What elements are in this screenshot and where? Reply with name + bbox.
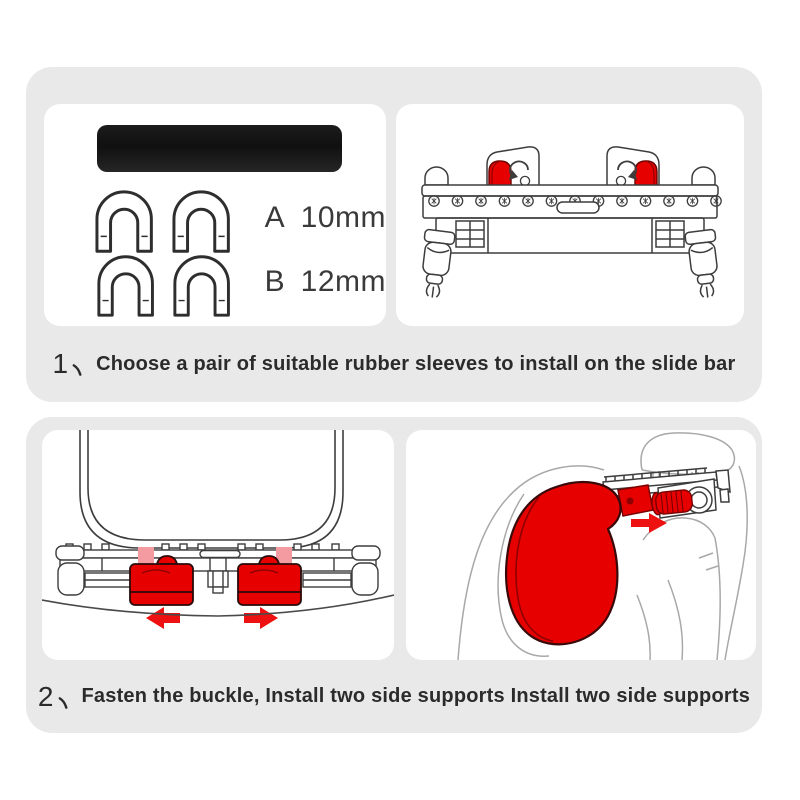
- step-1-panel: A 10mm B 12mm: [26, 67, 762, 402]
- slide-bar-graphic: [97, 125, 342, 172]
- ideographic-comma-icon: [72, 364, 82, 376]
- rubber-sleeve-icon: [173, 255, 231, 317]
- right-bracket: [606, 146, 660, 191]
- pink-slot-tab: [276, 547, 292, 565]
- left-bracket: [486, 146, 540, 191]
- support-arm: [617, 484, 654, 517]
- arrow-right-icon: [244, 607, 278, 629]
- step-1-number: 1: [52, 348, 69, 379]
- step-2-caption-text: Fasten the buckle, Install two side supp…: [81, 685, 751, 707]
- rubber-sleeve-icon: [172, 190, 231, 253]
- right-buckle: [237, 555, 302, 606]
- red-side-support: [505, 480, 622, 646]
- step-2-panel: 2 Fasten the buckle, Install two side su…: [26, 417, 762, 733]
- arrow-right-icon: [631, 513, 667, 533]
- sleeve-option-b: B 12mm: [94, 247, 386, 318]
- left-leg: [422, 228, 456, 298]
- left-buckle: [129, 555, 194, 606]
- sleeve-a-size: 10mm: [300, 200, 386, 234]
- rubber-sleeve-icon: [97, 255, 154, 317]
- bar-body: [422, 195, 718, 254]
- headrest-outline: [79, 430, 344, 549]
- step-1-caption-text: Choose a pair of suitable rubber sleeves…: [96, 352, 736, 375]
- slide-bar-assembly-diagram: [421, 146, 722, 298]
- step-2-caption: 2 Fasten the buckle, Install two side su…: [26, 660, 762, 733]
- sleeve-b-size: 12mm: [300, 265, 386, 299]
- arrow-left-icon: [146, 607, 180, 629]
- step-1-assembly-card: [396, 104, 744, 326]
- seat-top-edge: [42, 594, 394, 617]
- ideographic-comma-icon: [58, 696, 67, 709]
- slide-rail: [421, 184, 719, 197]
- red-ratchet-connector: [651, 489, 693, 516]
- sleeve-b-label: B: [264, 265, 286, 299]
- sleeve-option-a: A 10mm: [92, 182, 386, 254]
- slide-bar-front: [55, 543, 381, 596]
- pink-slot-tab: [138, 547, 154, 565]
- headrest-front-diagram: [42, 430, 394, 629]
- step-2-buckle-card: [42, 430, 394, 660]
- step-2-support-card: [406, 430, 756, 660]
- rubber-sleeve-icon: [95, 190, 153, 253]
- rail-end-caps: [424, 166, 716, 186]
- seat-side-diagram: [457, 432, 748, 660]
- sleeve-a-label: A: [264, 200, 286, 234]
- step-1-parts-card: A 10mm B 12mm: [44, 104, 386, 326]
- step-1-caption: 1 Choose a pair of suitable rubber sleev…: [26, 326, 762, 402]
- step-2-number: 2: [37, 680, 54, 712]
- arm-pivot: [626, 497, 634, 505]
- right-leg: [684, 228, 718, 298]
